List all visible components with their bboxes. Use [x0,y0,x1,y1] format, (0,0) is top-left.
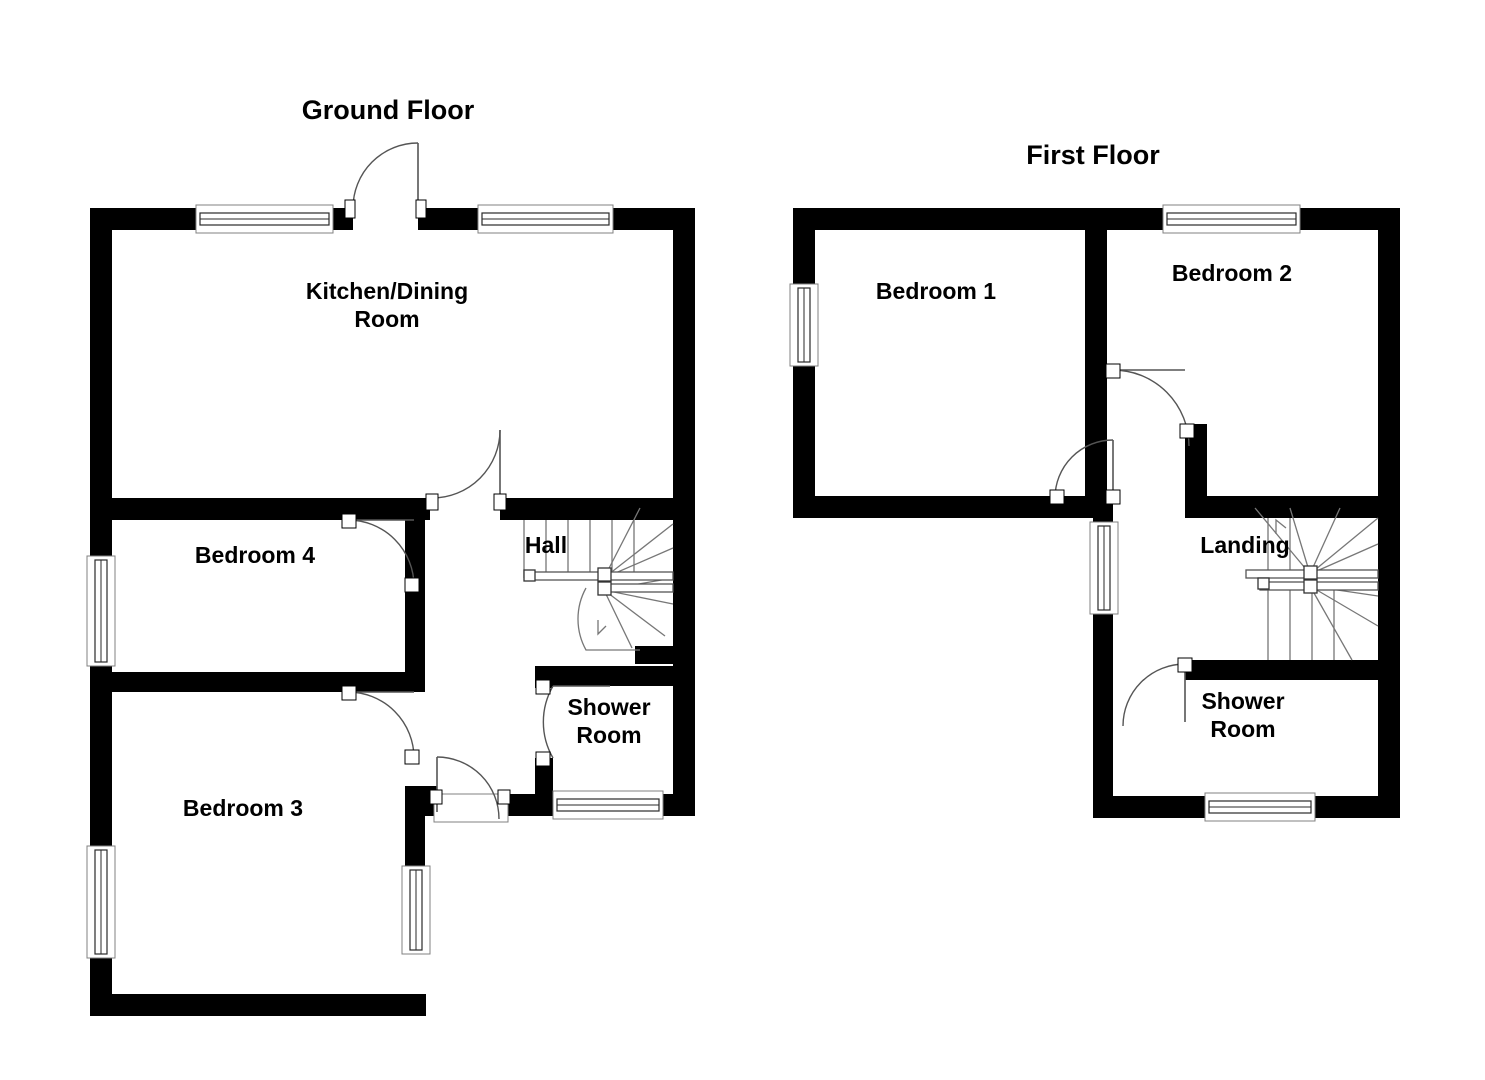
room-label-kitchen-dining-line2: Room [354,306,419,332]
window-bedroom-2 [1162,204,1301,234]
first-floor-title: First Floor [1026,140,1160,170]
door-bedroom-2 [1105,363,1195,447]
window-bedroom-4 [86,555,116,667]
window-kitchen-right [477,204,614,234]
window-bedroom-3-left [86,845,116,959]
first-floor-group: First Floor [789,140,1400,822]
door-shower-room-ground [535,679,610,767]
room-label-landing: Landing [1200,532,1289,558]
window-bedroom-3-right [401,865,431,955]
room-label-bedroom-1: Bedroom 1 [876,278,996,304]
first-floor-walls [793,208,1400,818]
room-label-shower-room-first-line1: Shower [1201,688,1284,714]
room-label-kitchen-dining-line1: Kitchen/Dining [306,278,468,304]
window-landing [1089,521,1119,615]
ground-floor-title: Ground Floor [302,95,475,125]
room-label-bedroom-4: Bedroom 4 [195,542,315,568]
staircase-first [1245,507,1379,661]
ground-floor-windows [86,204,664,959]
room-label-hall: Hall [525,532,567,558]
room-label-shower-room-ground-line1: Shower [567,694,650,720]
room-label-bedroom-2: Bedroom 2 [1172,260,1292,286]
window-bedroom-1 [789,283,819,367]
room-label-shower-room-first-line2: Room [1210,716,1275,742]
window-kitchen-left [195,204,334,234]
door-front-entrance [429,756,511,823]
door-kitchen-back [344,142,427,219]
first-floor-doors [1049,363,1195,727]
window-shower-room-first [1204,792,1316,822]
door-kitchen-hall [425,429,507,511]
room-label-shower-room-ground-line2: Room [576,722,641,748]
room-labels: Kitchen/Dining Room Bedroom 4 Bedroom 3 … [183,260,1292,821]
ground-floor-doors [341,142,610,823]
staircase-ground [523,507,674,651]
first-floor-windows [789,204,1316,822]
window-shower-room-ground [552,790,664,820]
door-shower-room-first [1122,657,1193,727]
door-bedroom-4 [341,513,420,593]
door-bedroom-3 [341,685,420,765]
door-bedroom-1 [1049,439,1121,505]
ground-floor-group: Ground Floor [86,95,695,1016]
room-label-bedroom-3: Bedroom 3 [183,795,303,821]
